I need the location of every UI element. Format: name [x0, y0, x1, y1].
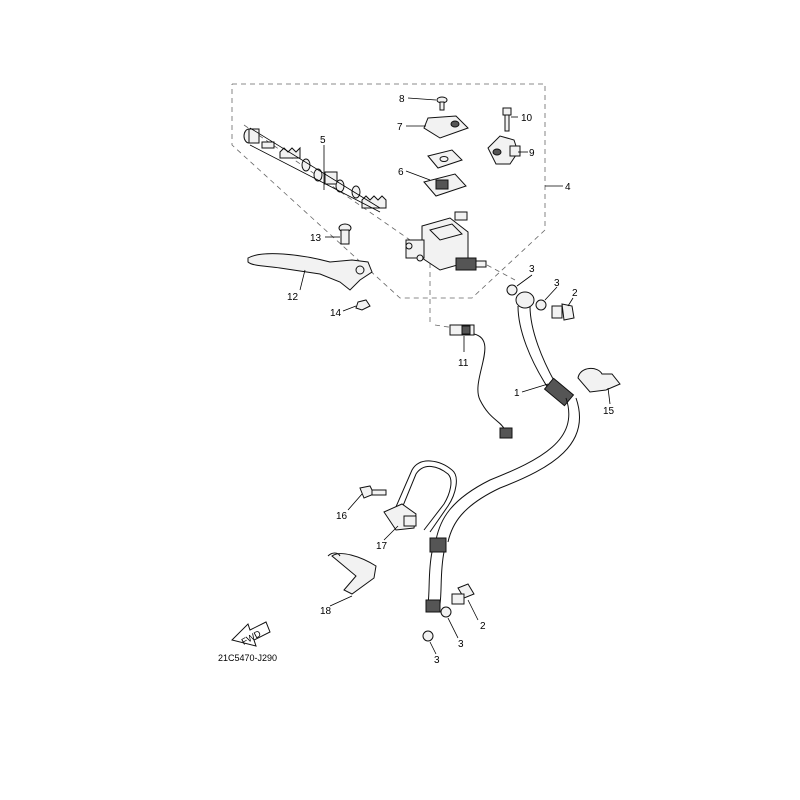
- assembly-boundary: [231, 83, 546, 299]
- hose-holder-part: [327, 552, 377, 595]
- callout-3-d: 3: [434, 655, 440, 666]
- master-cylinder-part: [405, 211, 487, 271]
- pivot-bolt-part: [338, 223, 352, 245]
- callout-5: 5: [320, 135, 326, 146]
- diagram-code: 21C5470-J290: [218, 653, 277, 663]
- callout-6: 6: [398, 167, 404, 178]
- callout-3-b: 3: [554, 278, 560, 289]
- union-bolt-part: [451, 583, 475, 605]
- callout-18: 18: [320, 606, 332, 617]
- piston-kit-part: [243, 127, 387, 213]
- hose-guide-part: [383, 460, 457, 533]
- screw-part: [436, 96, 448, 111]
- callout-9: 9: [529, 148, 535, 159]
- hose-clamp-part: [577, 368, 621, 393]
- callout-11: 11: [458, 358, 469, 369]
- brake-lever-part: [247, 253, 373, 291]
- brake-hose-part: [425, 291, 581, 613]
- callout-13: 13: [310, 233, 322, 244]
- callout-17: 17: [376, 541, 388, 552]
- reservoir-cap-part: [423, 115, 469, 139]
- copper-washer-part: [422, 630, 434, 642]
- bolt-part: [502, 107, 512, 132]
- callout-15: 15: [603, 406, 615, 417]
- callout-16: 16: [336, 511, 348, 522]
- plate-part: [427, 149, 463, 169]
- brake-switch-part: [449, 324, 513, 439]
- callout-7: 7: [397, 122, 403, 133]
- union-bolt-part: [551, 303, 575, 321]
- callout-1: 1: [514, 388, 520, 399]
- lever-pivot: [355, 265, 365, 275]
- copper-washer-part: [506, 284, 518, 296]
- callout-3-a: 3: [529, 264, 535, 275]
- callout-10: 10: [521, 113, 533, 124]
- callout-8: 8: [399, 94, 405, 105]
- guide-line: [434, 324, 456, 329]
- copper-washer-part: [440, 606, 452, 618]
- fwd-arrow-icon: FWD: [231, 621, 271, 647]
- callout-14: 14: [330, 308, 342, 319]
- leader-lines: [299, 97, 611, 655]
- callout-3-c: 3: [458, 639, 464, 650]
- callout-12: 12: [287, 292, 299, 303]
- holder-part: [487, 135, 521, 165]
- guide-line: [486, 264, 516, 281]
- nut-part: [355, 299, 371, 311]
- guide-bolt-part: [359, 485, 387, 499]
- callout-2-a: 2: [572, 288, 578, 299]
- callout-4: 4: [565, 182, 571, 193]
- copper-washer-part: [535, 299, 547, 311]
- callout-2-b: 2: [480, 621, 486, 632]
- diaphragm-part: [423, 173, 467, 197]
